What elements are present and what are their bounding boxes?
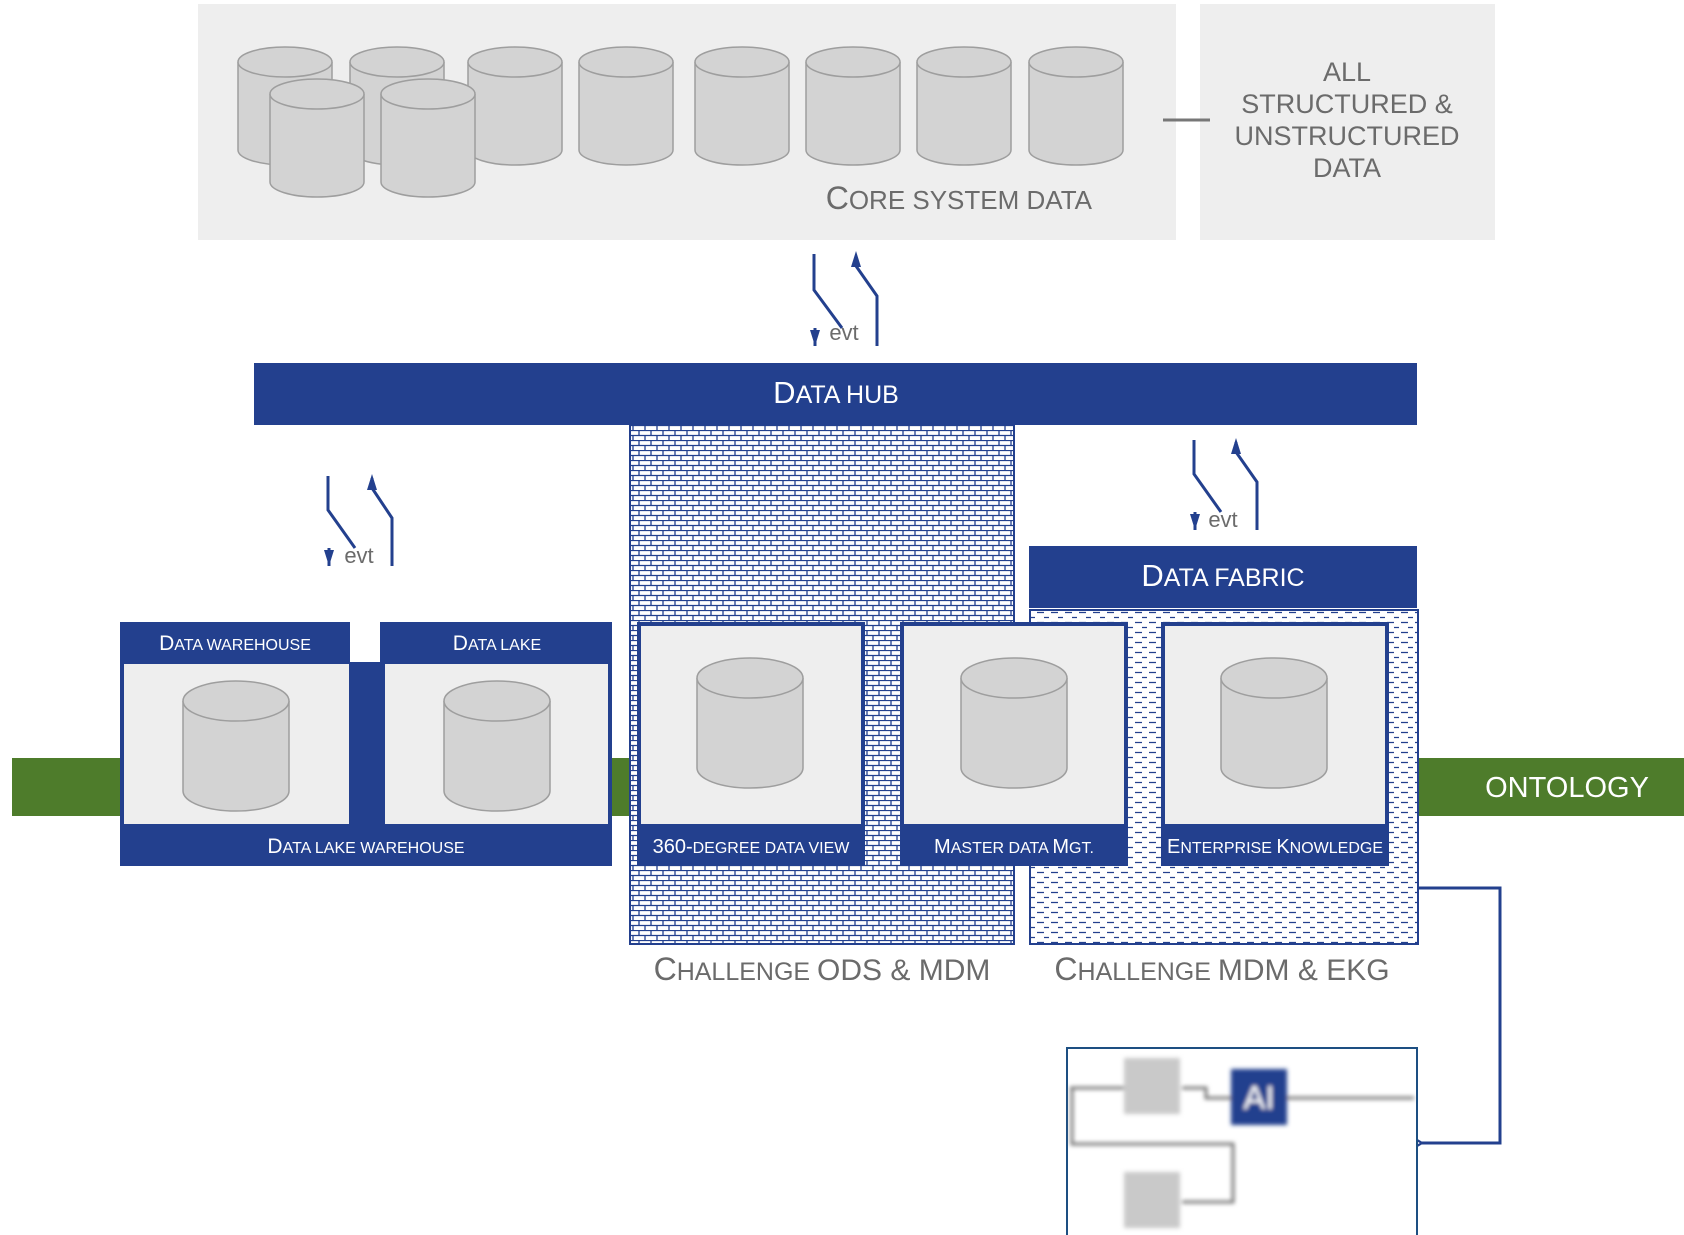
svg-text:evt: evt [1208,507,1237,532]
core.db_label [578,46,674,166]
data-fabric-label: DATA FABRIC [1141,558,1304,593]
challenge-mdm-ekg-label: CHALLENGE MDM & EKG [1054,951,1389,987]
workflow-node-1 [1124,1058,1180,1114]
core.db_label [1028,46,1124,166]
data-lake-label: DATA LAKE [453,632,541,655]
data-fabric-bar [1029,546,1417,608]
core-system-title: CORE SYSTEM DATA [826,180,1093,216]
workflow-node-2 [1124,1172,1180,1228]
core.db_label [467,46,563,166]
core-db-group [237,46,1124,198]
event-arrow-top: evt [810,251,879,346]
core.db_label [269,78,365,198]
ontology-label: ONTOLOGY [1485,772,1649,804]
ai-workflow-box: AI [1066,1047,1418,1235]
ai-connector-arrow [1418,886,1502,1143]
core.db_label [694,46,790,166]
store-db-group [182,657,1328,812]
event-arrow-right: evt [1190,438,1259,532]
mdm.db [960,657,1068,789]
ai-label: AI [1243,1079,1274,1116]
structured-data-panel [1200,4,1495,240]
ai-node [1231,1069,1287,1125]
ods.db [696,657,804,789]
data-hub-bar [254,363,1417,425]
svg-text:evt: evt [344,543,373,568]
event-arrow-left: evt [324,474,394,568]
challenge-ods-mdm-label: CHALLENGE ODS & MDM [654,951,991,987]
data-lake-warehouse-label: DATA LAKE WAREHOUSE [267,835,464,858]
svg-text:evt: evt [829,320,858,345]
data-warehouse-label: DATA WAREHOUSE [159,632,311,655]
core.db_label [916,46,1012,166]
structured-data-label: ALL STRUCTURED & UNSTRUCTURED DATA [1235,57,1460,183]
svg-text:DATA: DATA [1313,153,1381,183]
svg-text:STRUCTURED &: STRUCTURED & [1241,89,1453,119]
svg-text:UNSTRUCTURED: UNSTRUCTURED [1235,121,1460,151]
data-hub-label: DATA HUB [773,375,899,410]
ekg-caption: ENTERPRISE KNOWLEDGE [1167,836,1383,858]
ods-caption: 360-DEGREE DATA VIEW [653,836,851,858]
svg-text:ALL: ALL [1323,57,1371,87]
lake.db [443,680,551,812]
warehouse.db [182,680,290,812]
ekg.db [1220,657,1328,789]
mdm-caption: MASTER DATA MGT. [934,836,1094,858]
core.db_label [380,78,476,198]
core.db_label [805,46,901,166]
